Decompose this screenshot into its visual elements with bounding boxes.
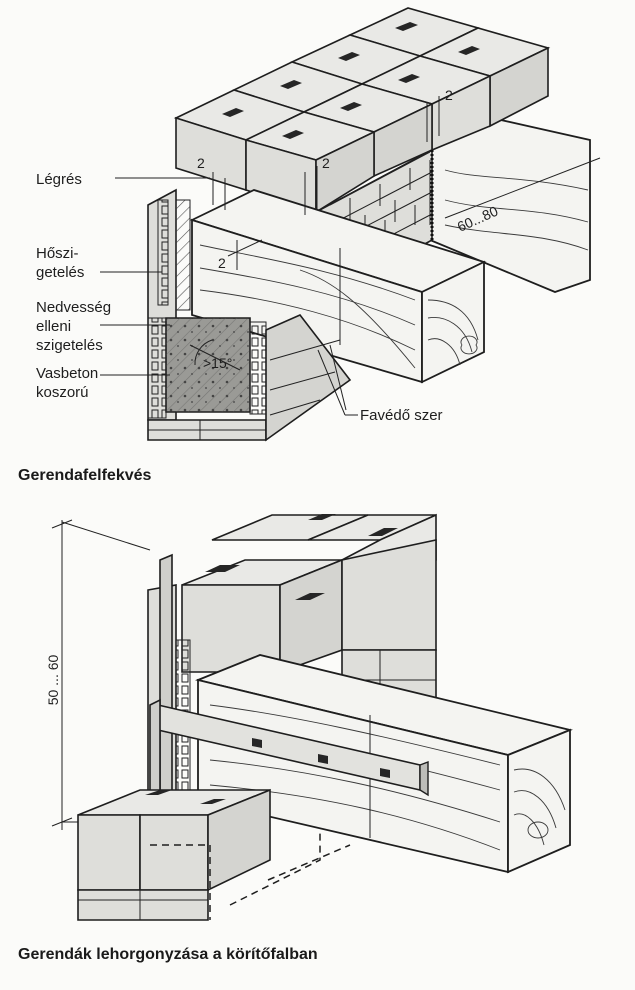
top-blocks-2 bbox=[181, 513, 437, 674]
label-nedvesseg-line2: elleni bbox=[36, 318, 71, 335]
figure-1-beam-bearing: Légrés Hőszi- getelés Nedvesség elleni s… bbox=[36, 7, 601, 442]
dim-gap-a: 2 bbox=[197, 155, 205, 171]
label-favedo-szer: Favédő szer bbox=[360, 407, 443, 424]
dimension-marks bbox=[189, 96, 601, 371]
label-nedvesseg-line3: szigetelés bbox=[36, 337, 103, 354]
dim-gap-d: 2 bbox=[218, 255, 226, 271]
label-hoszigeteles-line1: Hőszi- bbox=[36, 245, 79, 262]
leader-lines bbox=[100, 177, 358, 416]
label-legres: Légrés bbox=[36, 171, 82, 188]
left-wall-section bbox=[147, 188, 352, 442]
label-nedvesseg-line1: Nedvesség bbox=[36, 299, 111, 316]
dim-angle: >15° bbox=[203, 355, 232, 371]
main-beam-2 bbox=[195, 654, 573, 874]
dim-height: 50 ... 60 bbox=[45, 654, 61, 705]
figure-2-beam-anchoring: 50 ... 60 bbox=[45, 513, 573, 921]
dim-gap-b: 2 bbox=[322, 155, 330, 171]
top-blocks bbox=[173, 7, 551, 214]
bottom-blocks-2 bbox=[77, 788, 351, 921]
caption-figure-2: Gerendák lehorgonyzása a körítőfalban bbox=[18, 946, 318, 963]
dim-gap-c: 2 bbox=[445, 87, 453, 103]
height-dimension: 50 ... 60 bbox=[45, 519, 151, 830]
label-vasbeton-line2: koszorú bbox=[36, 384, 89, 401]
label-vasbeton-line1: Vasbeton bbox=[36, 365, 98, 382]
label-hoszigeteles-line2: getelés bbox=[36, 264, 84, 281]
caption-figure-1: Gerendafelfekvés bbox=[18, 467, 152, 484]
main-beam bbox=[189, 189, 487, 384]
